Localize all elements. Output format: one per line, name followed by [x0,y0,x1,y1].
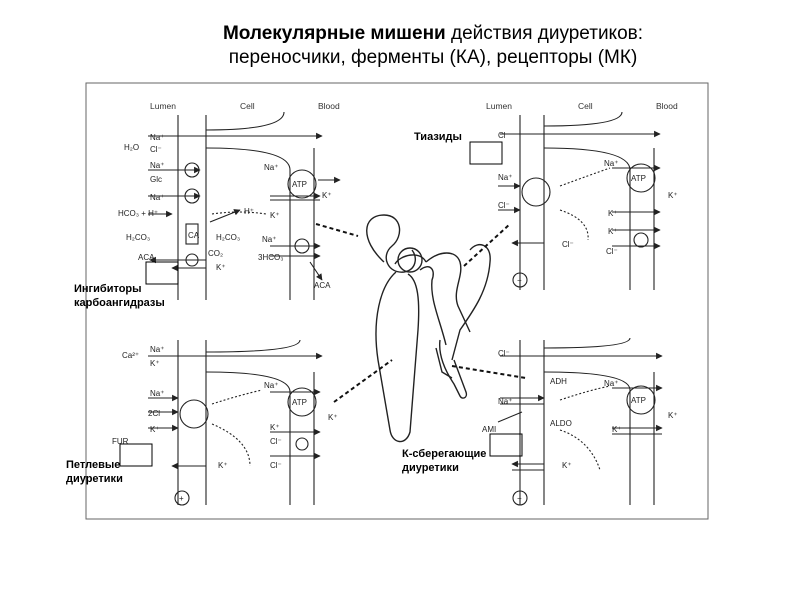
bl-na1: Na⁺ [150,345,164,354]
bl-sign: + [179,494,184,503]
panel-distal: Lumen Cell Blood Cl⁻ Na⁺ Cl⁻ Na⁺ ATP K⁺ … [486,101,678,290]
title-bold: Молекулярные мишени [222,23,446,44]
br-na-blood: Na⁺ [604,379,618,388]
tl-glc: Glc [150,175,162,184]
br-na-lumen: Na⁺ [498,397,512,406]
label-loop-diuretics: Петлевые диуретики [66,459,123,485]
tl-atp: ATP [292,180,307,189]
tr-cl-lumen: Cl⁻ [498,201,510,210]
br-cl: Cl⁻ [498,349,510,358]
header-cell: Cell [240,101,255,111]
br-k1: K⁺ [668,411,678,420]
nephron [366,214,491,443]
ca-inhibitor-box [145,261,179,285]
tr-header-blood: Blood [656,101,678,111]
ca-inhibitors-line: Ингибиторы карбоангидразы [74,283,165,309]
tl-na1: Na⁺ [150,133,164,142]
tl-aca: ACA [138,253,155,262]
tr-na-blood: Na⁺ [604,159,618,168]
bl-na2: Na⁺ [150,389,164,398]
header-lumen: Lumen [150,101,176,111]
panel-collecting-duct: Cl⁻ ADH Na⁺ ALDO AMI Na⁺ ATP K⁺ K⁺ K⁺ − [482,337,678,506]
tl-h2o: H₂O [124,143,139,152]
tl-hco3: HCO₃ + H⁺ [118,209,158,218]
br-k2: K⁺ [612,425,622,434]
tl-h2co3-cell: H₂CO₃ [216,233,240,242]
tr-atp: ATP [631,174,646,183]
tl-hplus: H⁺ [244,207,254,216]
br-ami: AMI [482,425,496,434]
tl-co2: CO₂ [208,249,223,258]
bl-ca: Ca²⁺ [122,351,139,360]
bl-atp: ATP [292,398,307,407]
label-ksparing-diuretics: К-сберегающие диуретики [402,448,487,474]
label-thiazides: Тиазиды [414,131,462,143]
tl-na-blood: Na⁺ [264,163,278,172]
tl-na3: Na⁺ [150,193,164,202]
thiazide-box [469,141,503,165]
title-line2: переносчики, ферменты (КА), рецепторы (М… [228,47,638,68]
br-sign: − [517,494,522,503]
tr-k3: K⁺ [608,227,618,236]
bl-k1: K⁺ [150,359,160,368]
loop-box [119,443,153,467]
tl-k-blood2: K⁺ [270,211,280,220]
ksparing-box [489,433,523,457]
bl-cl-blood2: Cl⁻ [270,461,282,470]
tr-header-lumen: Lumen [486,101,512,111]
tr-k2: K⁺ [608,209,618,218]
panel-loop: Ca²⁺ Na⁺ K⁺ Na⁺ 2Cl⁻ K⁺ Na⁺ ATP K⁺ K⁺ Cl… [112,339,338,506]
title-rest: действия диуретиков: [445,23,644,44]
tl-cl1: Cl⁻ [150,145,162,154]
bl-2cl: 2Cl⁻ [148,409,164,418]
br-k-mid: K⁺ [562,461,572,470]
tr-k1: K⁺ [668,191,678,200]
br-aldo: ALDO [550,419,572,428]
bl-fur: FUR [112,437,129,446]
bl-k-blood: K⁺ [328,413,338,422]
tl-na-blood2: Na⁺ [262,235,276,244]
tl-na2: Na⁺ [150,161,164,170]
figure-frame [85,82,709,520]
slide-title: Молекулярные мишени действия диуретиков:… [0,22,800,70]
tl-h2co3-lumen: H₂CO₃ [126,233,150,242]
tl-k-blood: K⁺ [322,191,332,200]
connectors [315,223,527,403]
bl-k2: K⁺ [150,425,160,434]
tl-ca-enzyme: CA [188,231,200,240]
bl-cl-blood: Cl⁻ [270,437,282,446]
bl-na-blood: Na⁺ [264,381,278,390]
br-adh: ADH [550,377,567,386]
tr-cl: Cl⁻ [498,131,510,140]
panel-proximal: Lumen Cell Blood Na⁺ Cl⁻ H₂O Na⁺ Glc Na⁺… [118,101,341,300]
tr-cl-blood: Cl⁻ [606,247,618,256]
tr-sign: − [517,276,522,285]
bl-k-mid: K⁺ [218,461,228,470]
tr-na-lumen: Na⁺ [498,173,512,182]
bl-k-blood2: K⁺ [270,423,280,432]
header-blood: Blood [318,101,340,111]
callout-boxes [119,141,523,467]
tl-aca-blood: ACA [314,281,331,290]
tl-hco3-3: 3HCO₃ [258,253,283,262]
br-atp: ATP [631,396,646,405]
tl-k-lumen: K⁺ [216,263,226,272]
tr-cl-mid: Cl⁻ [562,240,574,249]
tr-header-cell: Cell [578,101,593,111]
label-ca-inhibitors: Ингибиторы карбоангидразы [74,282,165,310]
